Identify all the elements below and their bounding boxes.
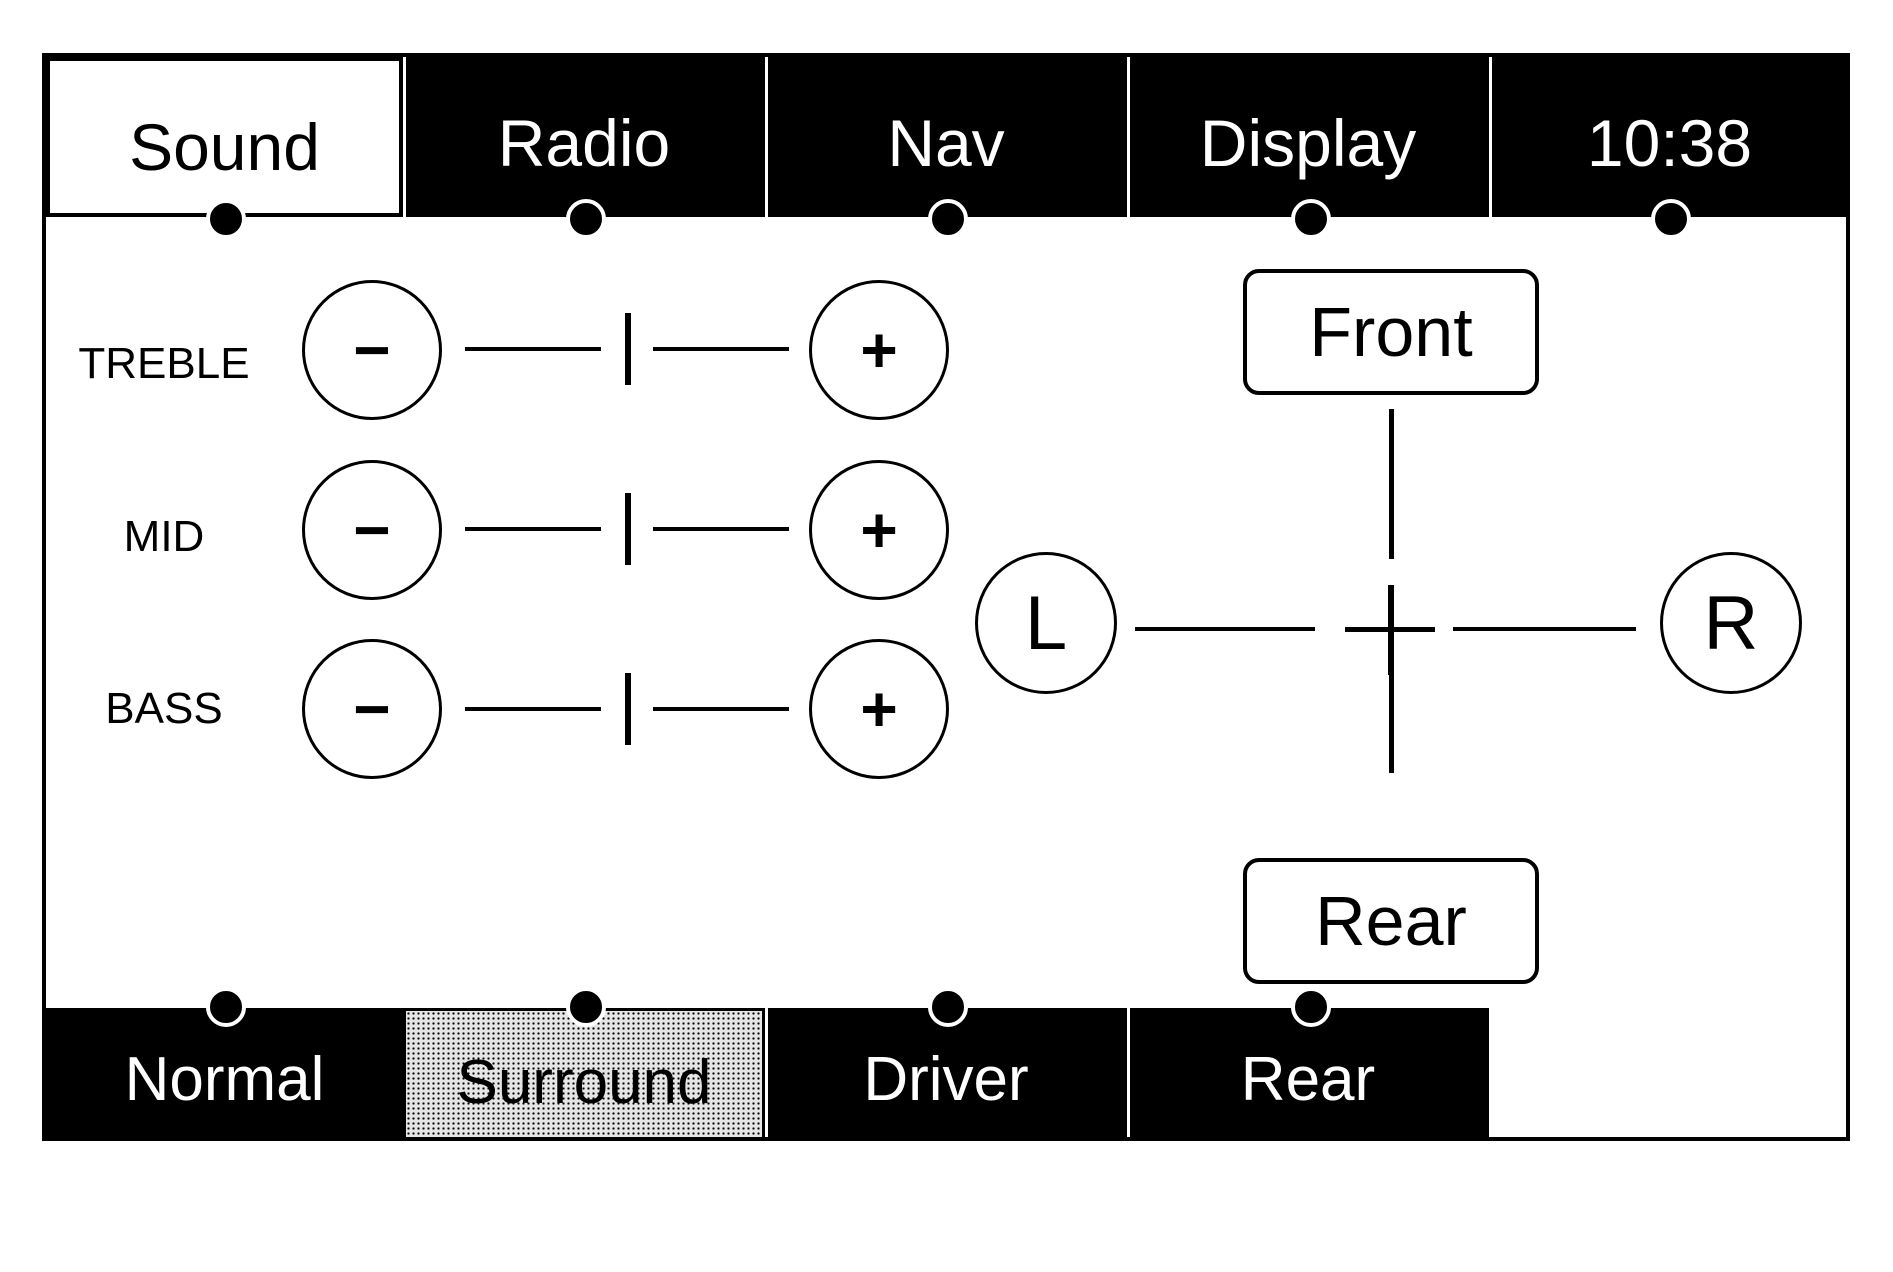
tab-divider xyxy=(1127,1008,1130,1137)
tab-divider xyxy=(1127,57,1130,217)
treble-decrease-button[interactable]: − xyxy=(302,280,442,420)
bass-label: BASS xyxy=(105,684,223,733)
balance-axis xyxy=(1135,627,1315,631)
tab-divider xyxy=(765,57,768,217)
treble-track xyxy=(653,347,789,351)
plus-icon: + xyxy=(860,314,898,386)
treble-level-marker[interactable] xyxy=(625,313,631,385)
mode-indicator-dot xyxy=(566,987,606,1027)
mid-decrease-button[interactable]: − xyxy=(302,460,442,600)
bass-track xyxy=(653,707,789,711)
clock-display: 10:38 xyxy=(1489,57,1846,217)
bass-track xyxy=(465,707,601,711)
balance-right-label: R xyxy=(1703,580,1759,666)
mode-indicator-dot xyxy=(928,987,968,1027)
tab-indicator-dot xyxy=(1291,199,1331,239)
tab-display[interactable]: Display xyxy=(1127,57,1489,217)
bass-increase-button[interactable]: + xyxy=(809,639,949,779)
bass-decrease-button[interactable]: − xyxy=(302,639,442,779)
balance-fade-crosshair-vertical xyxy=(1388,585,1394,675)
tab-indicator-dot xyxy=(1651,199,1691,239)
fade-front-button[interactable]: Front xyxy=(1243,269,1539,395)
mode-normal[interactable]: Normal xyxy=(46,1008,403,1137)
tab-indicator-dot xyxy=(928,199,968,239)
tab-divider xyxy=(765,1008,768,1137)
mid-label: MID xyxy=(123,512,205,561)
mid-track xyxy=(465,527,601,531)
mode-surround[interactable]: Surround xyxy=(403,1008,765,1137)
treble-track xyxy=(465,347,601,351)
fade-front-label: Front xyxy=(1309,293,1473,371)
plus-icon: + xyxy=(860,494,898,566)
mid-level-marker[interactable] xyxy=(625,493,631,565)
balance-left-label: L xyxy=(1024,580,1068,666)
mode-rear-label: Rear xyxy=(1240,1045,1376,1114)
clock-text: 10:38 xyxy=(1586,106,1753,180)
tab-radio[interactable]: Radio xyxy=(403,57,765,217)
minus-icon: − xyxy=(353,494,391,566)
fade-rear-button[interactable]: Rear xyxy=(1243,858,1539,984)
plus-icon: + xyxy=(860,673,898,745)
fade-axis xyxy=(1389,409,1394,559)
bass-level-marker[interactable] xyxy=(625,673,631,745)
mode-indicator-dot xyxy=(1291,987,1331,1027)
tab-divider xyxy=(403,57,406,217)
tab-indicator-dot xyxy=(206,199,246,239)
balance-left-button[interactable]: L xyxy=(975,552,1117,694)
balance-right-button[interactable]: R xyxy=(1660,552,1802,694)
treble-increase-button[interactable]: + xyxy=(809,280,949,420)
mid-track xyxy=(653,527,789,531)
minus-icon: − xyxy=(353,673,391,745)
mid-increase-button[interactable]: + xyxy=(809,460,949,600)
tab-nav[interactable]: Nav xyxy=(765,57,1127,217)
fade-axis xyxy=(1389,623,1394,773)
audio-screen: Sound Radio Nav Display 10:38 TREBLE − +… xyxy=(42,53,1850,1141)
fade-rear-label: Rear xyxy=(1315,882,1467,960)
tab-divider xyxy=(1489,57,1492,217)
mode-driver-label: Driver xyxy=(863,1045,1029,1114)
tab-sound-label: Sound xyxy=(129,110,320,184)
tab-indicator-dot xyxy=(566,199,606,239)
balance-axis xyxy=(1453,627,1636,631)
treble-label: TREBLE xyxy=(78,339,250,388)
mode-rear[interactable]: Rear xyxy=(1127,1008,1489,1137)
tab-display-label: Display xyxy=(1199,106,1417,180)
mode-driver[interactable]: Driver xyxy=(765,1008,1127,1137)
tab-radio-label: Radio xyxy=(497,106,671,180)
mode-surround-label: Surround xyxy=(456,1048,712,1117)
mode-indicator-dot xyxy=(206,987,246,1027)
mode-normal-label: Normal xyxy=(124,1045,325,1114)
tab-sound[interactable]: Sound xyxy=(46,57,403,217)
tab-nav-label: Nav xyxy=(887,106,1005,180)
minus-icon: − xyxy=(353,314,391,386)
